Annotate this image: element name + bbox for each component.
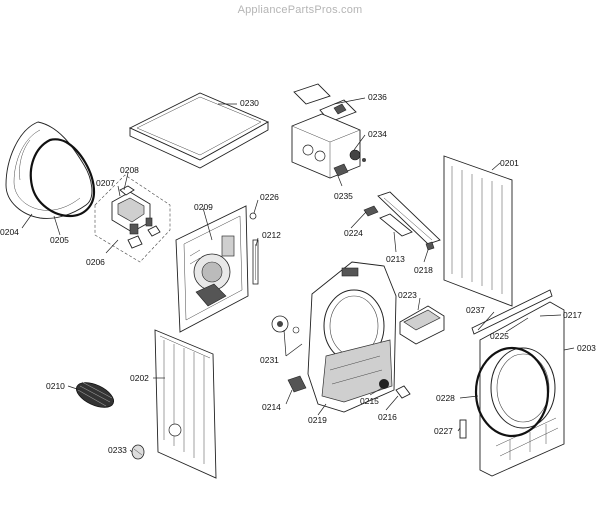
label-0209: 0209 bbox=[194, 202, 213, 212]
label-0237: 0237 bbox=[466, 305, 485, 315]
part-0214-bracket[interactable] bbox=[287, 375, 307, 393]
label-0207: 0207 bbox=[96, 178, 115, 188]
part-0206-connector[interactable] bbox=[127, 225, 161, 249]
label-0219: 0219 bbox=[308, 415, 327, 425]
part-labels: 0230 0236 0234 0235 0201 0204 0205 0206 … bbox=[0, 92, 596, 455]
label-0208: 0208 bbox=[120, 165, 139, 175]
label-0205: 0205 bbox=[50, 235, 69, 245]
part-0227-latch[interactable] bbox=[459, 419, 467, 439]
part-0224-switch[interactable] bbox=[363, 205, 379, 217]
part-0234-sensor[interactable] bbox=[349, 149, 366, 162]
label-0201: 0201 bbox=[500, 158, 519, 168]
label-0224: 0224 bbox=[344, 228, 363, 238]
part-0233-cap[interactable] bbox=[131, 444, 145, 460]
label-0216: 0216 bbox=[378, 412, 397, 422]
part-group-0206 bbox=[94, 174, 171, 263]
part-0219-front-frame[interactable] bbox=[307, 261, 397, 413]
part-0208-lock-clip[interactable] bbox=[119, 185, 135, 196]
part-0218-clip[interactable] bbox=[425, 241, 435, 251]
part-0205-door-gasket[interactable] bbox=[29, 138, 96, 218]
part-0210-duct-hose[interactable] bbox=[73, 377, 118, 412]
label-0218: 0218 bbox=[414, 265, 433, 275]
label-0206: 0206 bbox=[86, 257, 105, 267]
part-0202-rear-panel[interactable] bbox=[154, 329, 217, 479]
label-0214: 0214 bbox=[262, 402, 281, 412]
part-0228-gasket[interactable] bbox=[474, 346, 550, 438]
part-0231-pulley[interactable] bbox=[271, 315, 300, 334]
part-0212-rail[interactable] bbox=[252, 239, 259, 285]
label-0231: 0231 bbox=[260, 355, 279, 365]
leader-lines bbox=[21, 97, 575, 453]
part-0207-lock[interactable] bbox=[111, 191, 153, 235]
part-0201-side-panel[interactable] bbox=[443, 155, 513, 307]
part-0203-front-panel[interactable] bbox=[479, 301, 565, 477]
label-0217: 0217 bbox=[563, 310, 582, 320]
part-0230-top-panel[interactable] bbox=[128, 92, 270, 169]
label-0228: 0228 bbox=[436, 393, 455, 403]
label-0226: 0226 bbox=[260, 192, 279, 202]
label-0223: 0223 bbox=[398, 290, 417, 300]
part-0209-rear-frame[interactable] bbox=[175, 205, 249, 333]
part-0223-filter[interactable] bbox=[399, 305, 445, 345]
part-0213-control-board[interactable] bbox=[377, 191, 441, 245]
watermark-logo: AppliancePartsPros.com bbox=[237, 4, 363, 16]
label-0204: 0204 bbox=[0, 227, 19, 237]
part-0213-rail[interactable] bbox=[379, 213, 413, 237]
part-0226-clip[interactable] bbox=[249, 212, 257, 220]
part-0204-door-seal[interactable] bbox=[5, 121, 93, 219]
part-0215-bearing[interactable] bbox=[379, 379, 389, 389]
label-0230: 0230 bbox=[240, 98, 259, 108]
label-0212: 0212 bbox=[262, 230, 281, 240]
label-0236: 0236 bbox=[368, 92, 387, 102]
part-0216-screw[interactable] bbox=[395, 385, 411, 399]
label-0202: 0202 bbox=[130, 373, 149, 383]
label-0233: 0233 bbox=[108, 445, 127, 455]
label-0235: 0235 bbox=[334, 191, 353, 201]
part-0234-housing[interactable] bbox=[291, 113, 361, 179]
label-0225: 0225 bbox=[490, 331, 509, 341]
label-0203: 0203 bbox=[577, 343, 596, 353]
label-0215: 0215 bbox=[360, 396, 379, 406]
label-0234: 0234 bbox=[368, 129, 387, 139]
part-0237-rail[interactable] bbox=[471, 289, 553, 335]
label-0213: 0213 bbox=[386, 254, 405, 264]
part-0235-thermostat[interactable] bbox=[333, 163, 349, 177]
label-0227: 0227 bbox=[434, 426, 453, 436]
label-0210: 0210 bbox=[46, 381, 65, 391]
